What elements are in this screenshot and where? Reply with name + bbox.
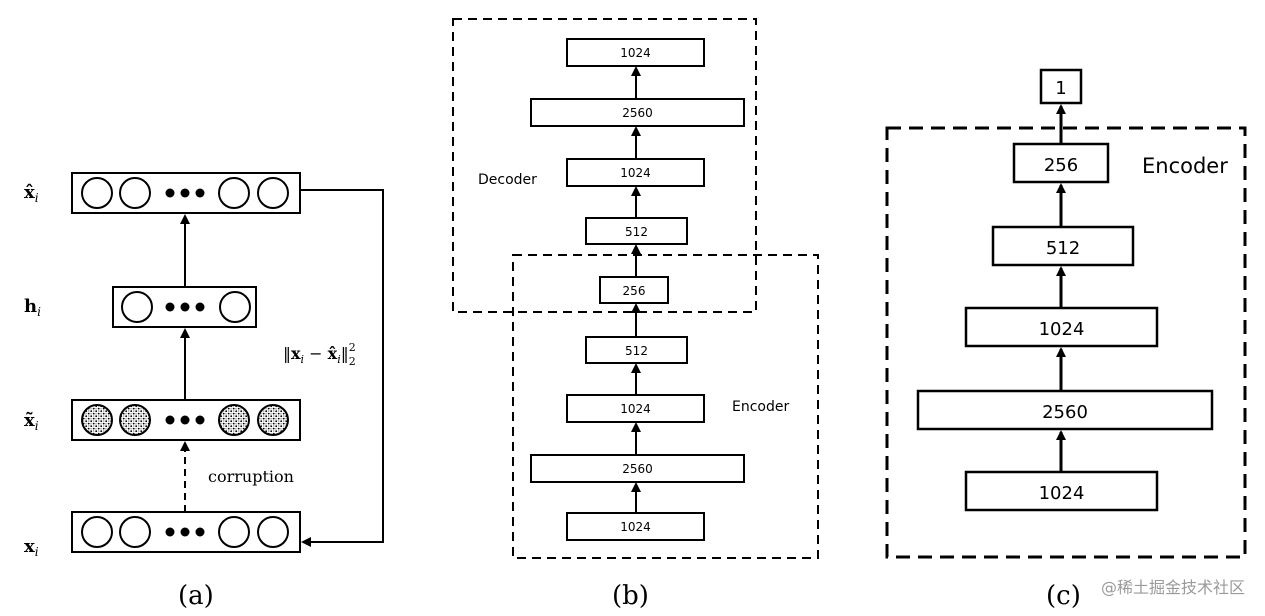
loss-feedback-line [300, 189, 384, 547]
layer-label: 1024 [1039, 483, 1085, 504]
layer-label: 1024 [620, 46, 651, 60]
layer-label: 1024 [620, 166, 651, 180]
encoder-label-c: Encoder [1142, 154, 1228, 178]
layer-label: 1024 [620, 520, 651, 534]
label-x-hat: x̂i [24, 182, 39, 205]
layer-label: 1024 [620, 402, 651, 416]
layer-stack-c: 1 256 512 1024 2560 1024 [916, 68, 1214, 512]
encoder-region [512, 254, 819, 559]
label-x-tilde: x̃i [24, 410, 39, 433]
layer-label: 512 [625, 344, 648, 358]
watermark: @稀土掘金技术社区 [1100, 578, 1245, 597]
panel-c: Encoder 1 256 512 1024 2560 1024 (c) [885, 68, 1247, 611]
layer-label: 512 [1046, 238, 1080, 259]
layer-label: 2560 [622, 106, 653, 120]
label-x: xi [24, 536, 39, 559]
layer-stack-b: 1024 2560 1024 512 256 512 1024 2560 102… [530, 38, 745, 541]
layer-x [71, 511, 301, 553]
encoder-region-c [885, 126, 1247, 559]
encoder-label: Encoder [732, 399, 789, 415]
decoder-region [452, 18, 757, 313]
decoder-label: Decoder [478, 172, 537, 188]
layer-x-tilde [71, 399, 301, 441]
layer-x-hat [71, 172, 301, 214]
panel-b: Decoder Encoder 1024 2560 1024 512 256 5… [452, 18, 819, 611]
layer-label: 1024 [1039, 319, 1085, 340]
corruption-label: corruption [208, 467, 294, 486]
layer-label: 2560 [1042, 402, 1088, 423]
layer-h [112, 286, 257, 328]
layer-label: 256 [623, 284, 646, 298]
caption-a: (a) [178, 581, 214, 611]
caption-c: (c) [1046, 581, 1081, 611]
layer-label: 512 [625, 225, 648, 239]
label-h: hi [24, 296, 41, 319]
layer-label: 256 [1044, 155, 1078, 176]
layer-label: 2560 [622, 462, 653, 476]
caption-b: (b) [612, 581, 649, 611]
output-label: 1 [1055, 78, 1066, 99]
